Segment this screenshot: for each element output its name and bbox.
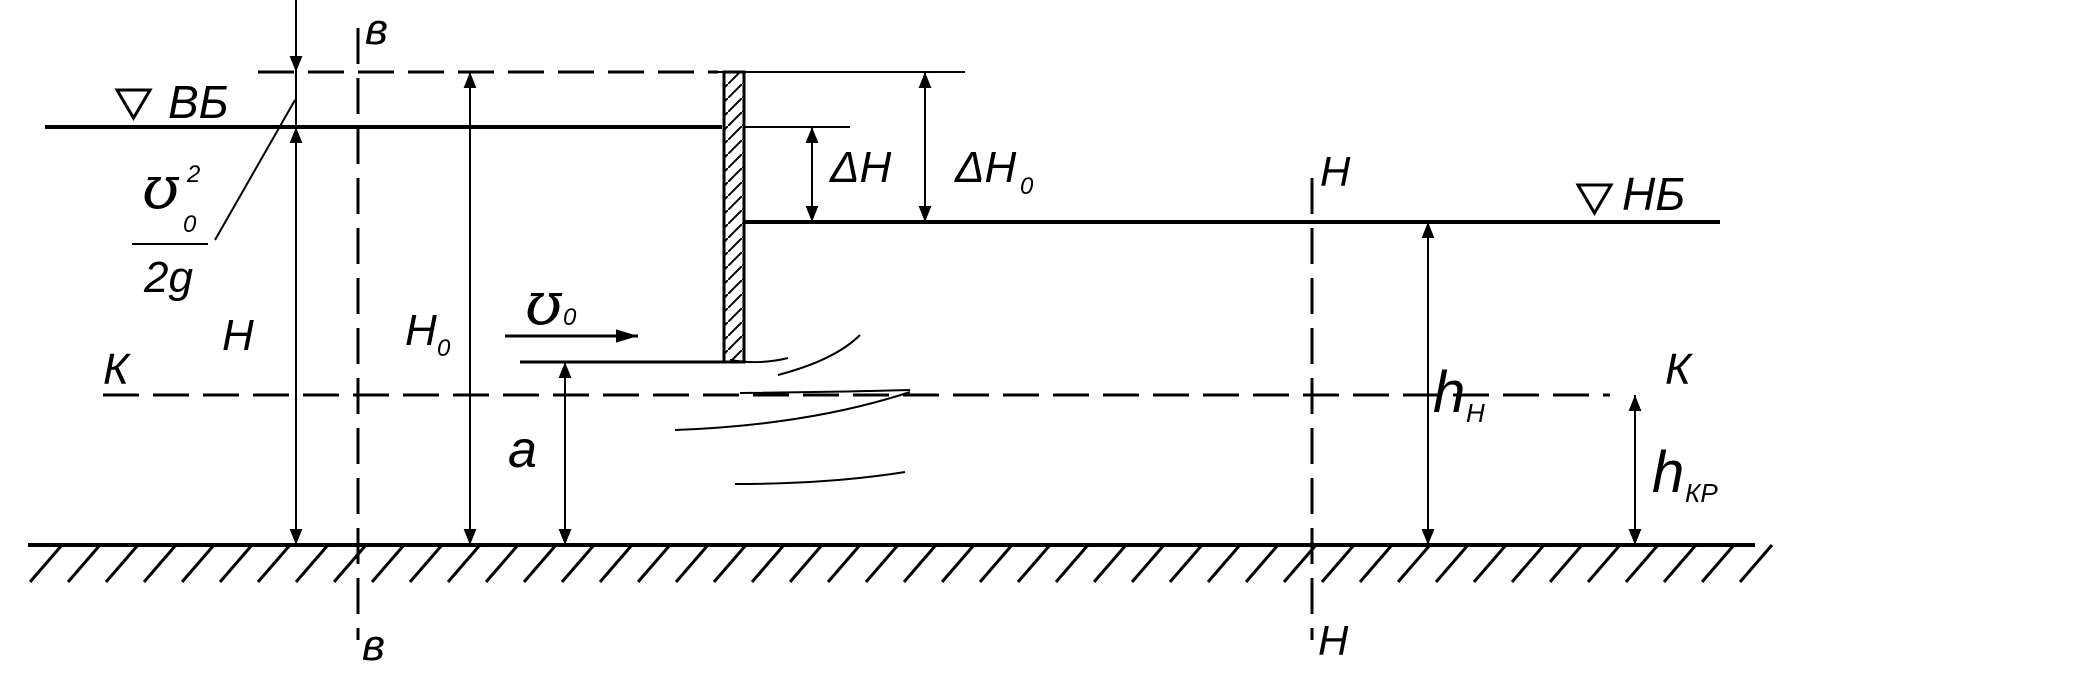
ground-hatch-tick	[180, 544, 216, 583]
label-vel-head-num-sup: 2	[186, 161, 200, 188]
ground-hatch-tick	[1396, 544, 1432, 583]
label-critical-left: К	[103, 345, 131, 394]
ground-hatch-tick	[332, 544, 368, 583]
label-section-n-top: Н	[1320, 148, 1351, 195]
ground-hatch-tick	[598, 544, 634, 583]
ground-hatch-tick	[1244, 544, 1280, 583]
ground-hatch-tick	[560, 544, 596, 583]
ground-hatch-tick	[408, 544, 444, 583]
label-delta-h: ΔH	[829, 143, 892, 192]
label-vel-head-num: ʊ	[142, 153, 180, 223]
ground-hatch-tick	[1168, 544, 1204, 583]
ground-hatch-tick	[712, 544, 748, 583]
label-velocity-sub: 0	[563, 304, 577, 331]
label-delta-h0-sub: 0	[1020, 173, 1034, 200]
label-section-n-bottom: Н	[1318, 617, 1349, 664]
label-section-b-top: в	[365, 5, 388, 54]
ground-hatch-tick	[446, 544, 482, 583]
ground-hatch-tick	[1472, 544, 1508, 583]
ground-hatch-tick	[484, 544, 520, 583]
velocity-head-leader	[214, 99, 296, 241]
label-critical-right: К	[1665, 345, 1693, 394]
ground-hatch-tick	[218, 544, 254, 583]
sluice-gate	[722, 70, 746, 364]
ground-hatch-tick	[902, 544, 938, 583]
ground-hatch-tick	[1700, 544, 1736, 583]
ground-hatch-tick	[294, 544, 330, 583]
ground-hatch-tick	[522, 544, 558, 583]
ground-hatch-tick	[788, 544, 824, 583]
label-section-b-bottom: в	[362, 621, 385, 670]
label-hn: h	[1433, 360, 1465, 425]
ground-hatch-tick	[978, 544, 1014, 583]
label-delta-h0: ΔH	[954, 143, 1017, 192]
ground-hatch-tick	[1130, 544, 1166, 583]
ground-hatch-tick	[1054, 544, 1090, 583]
ground-hatch-tick	[636, 544, 672, 583]
ground-hatch-tick	[1206, 544, 1242, 583]
label-vel-head-den: 2g	[143, 253, 193, 302]
ground-hatch-tick	[1738, 544, 1774, 583]
label-upstream-level: ВБ	[168, 76, 229, 128]
downstream-level-triangle	[1575, 183, 1614, 216]
label-hkr: h	[1652, 440, 1684, 505]
ground-hatch-tick	[826, 544, 862, 583]
ground-hatch-tick	[1548, 544, 1584, 583]
ground-hatch-tick	[1662, 544, 1698, 583]
upstream-level-triangle	[114, 88, 153, 121]
ground-hatch-tick	[256, 544, 292, 583]
ground-hatch-tick	[1510, 544, 1546, 583]
ground-hatch-tick	[66, 544, 102, 583]
ground-hatch-tick	[142, 544, 178, 583]
label-velocity: ʊ	[525, 269, 563, 339]
label-head0-sub: 0	[437, 335, 451, 362]
ground-hatch-tick	[1016, 544, 1052, 583]
ground-hatch-tick	[370, 544, 406, 583]
label-vel-head-num-sub: 0	[183, 211, 197, 238]
label-head: H	[222, 311, 254, 360]
channel-bottom	[28, 543, 1774, 583]
ground-hatch-tick	[1092, 544, 1128, 583]
jet-streamlines	[674, 334, 911, 485]
ground-hatch-tick	[864, 544, 900, 583]
ground-hatch-tick	[1586, 544, 1622, 583]
label-head0: H	[405, 306, 437, 355]
label-hn-sub: Н	[1466, 398, 1485, 428]
label-downstream-level: НБ	[1622, 168, 1685, 220]
ground-hatch-tick	[1358, 544, 1394, 583]
ground-hatch-tick	[750, 544, 786, 583]
label-gate-opening: a	[508, 421, 537, 479]
ground-hatch-tick	[1320, 544, 1356, 583]
ground-hatch-tick	[1434, 544, 1470, 583]
ground-hatch-tick	[104, 544, 140, 583]
ground-hatch-tick	[28, 544, 64, 583]
ground-hatch-tick	[940, 544, 976, 583]
label-hkr-sub: КР	[1685, 478, 1718, 508]
ground-hatch-tick	[674, 544, 710, 583]
ground-hatch-tick	[1624, 544, 1660, 583]
